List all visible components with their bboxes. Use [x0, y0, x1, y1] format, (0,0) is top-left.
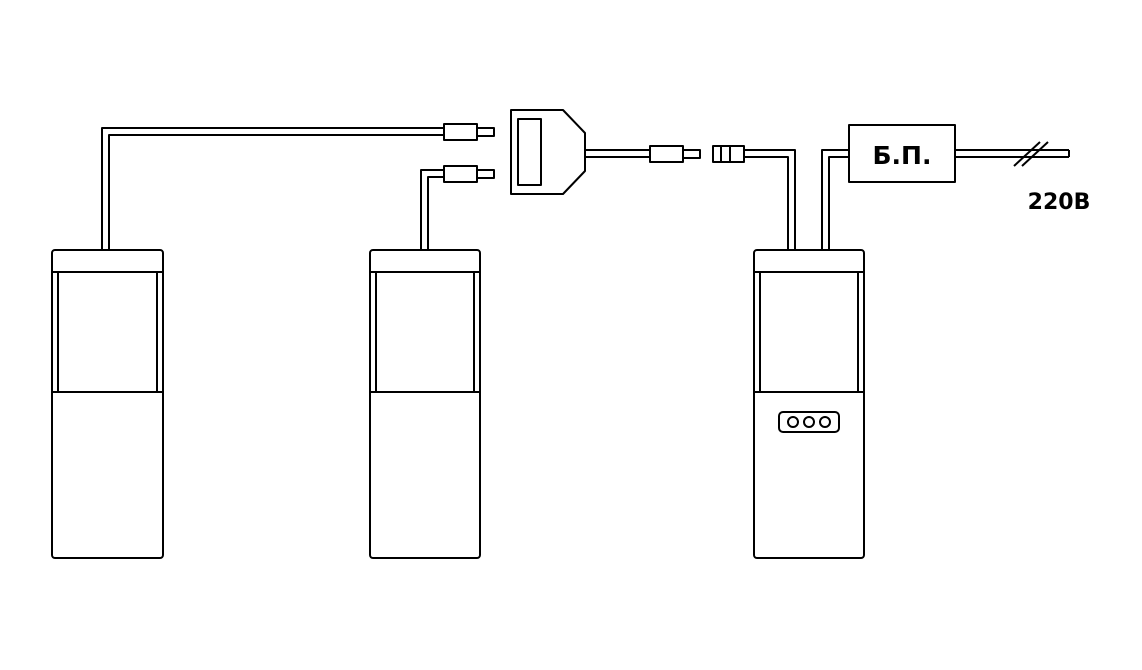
mains-voltage-label: 220В — [1028, 190, 1091, 215]
cable-lamp-3-in — [744, 149, 796, 250]
plug-lamp-1 — [443, 123, 495, 141]
power-supply-label: Б.П. — [873, 141, 932, 170]
lamp-3 — [753, 249, 865, 559]
splitter — [510, 109, 586, 195]
cable-lamp-1 — [101, 127, 444, 250]
cable-power-supply — [821, 149, 849, 250]
power-supply-unit: Б.П. — [848, 124, 956, 183]
switch-icon — [778, 411, 840, 433]
lamp-1 — [51, 249, 164, 559]
mains-cable — [955, 141, 1070, 167]
socket-lamp-3 — [712, 145, 745, 163]
lamp-2 — [369, 249, 481, 559]
cable-lamp-2 — [420, 169, 444, 250]
cable-splitter-out — [585, 149, 650, 158]
plug-lamp-2 — [443, 165, 495, 183]
plug-splitter — [649, 145, 701, 163]
